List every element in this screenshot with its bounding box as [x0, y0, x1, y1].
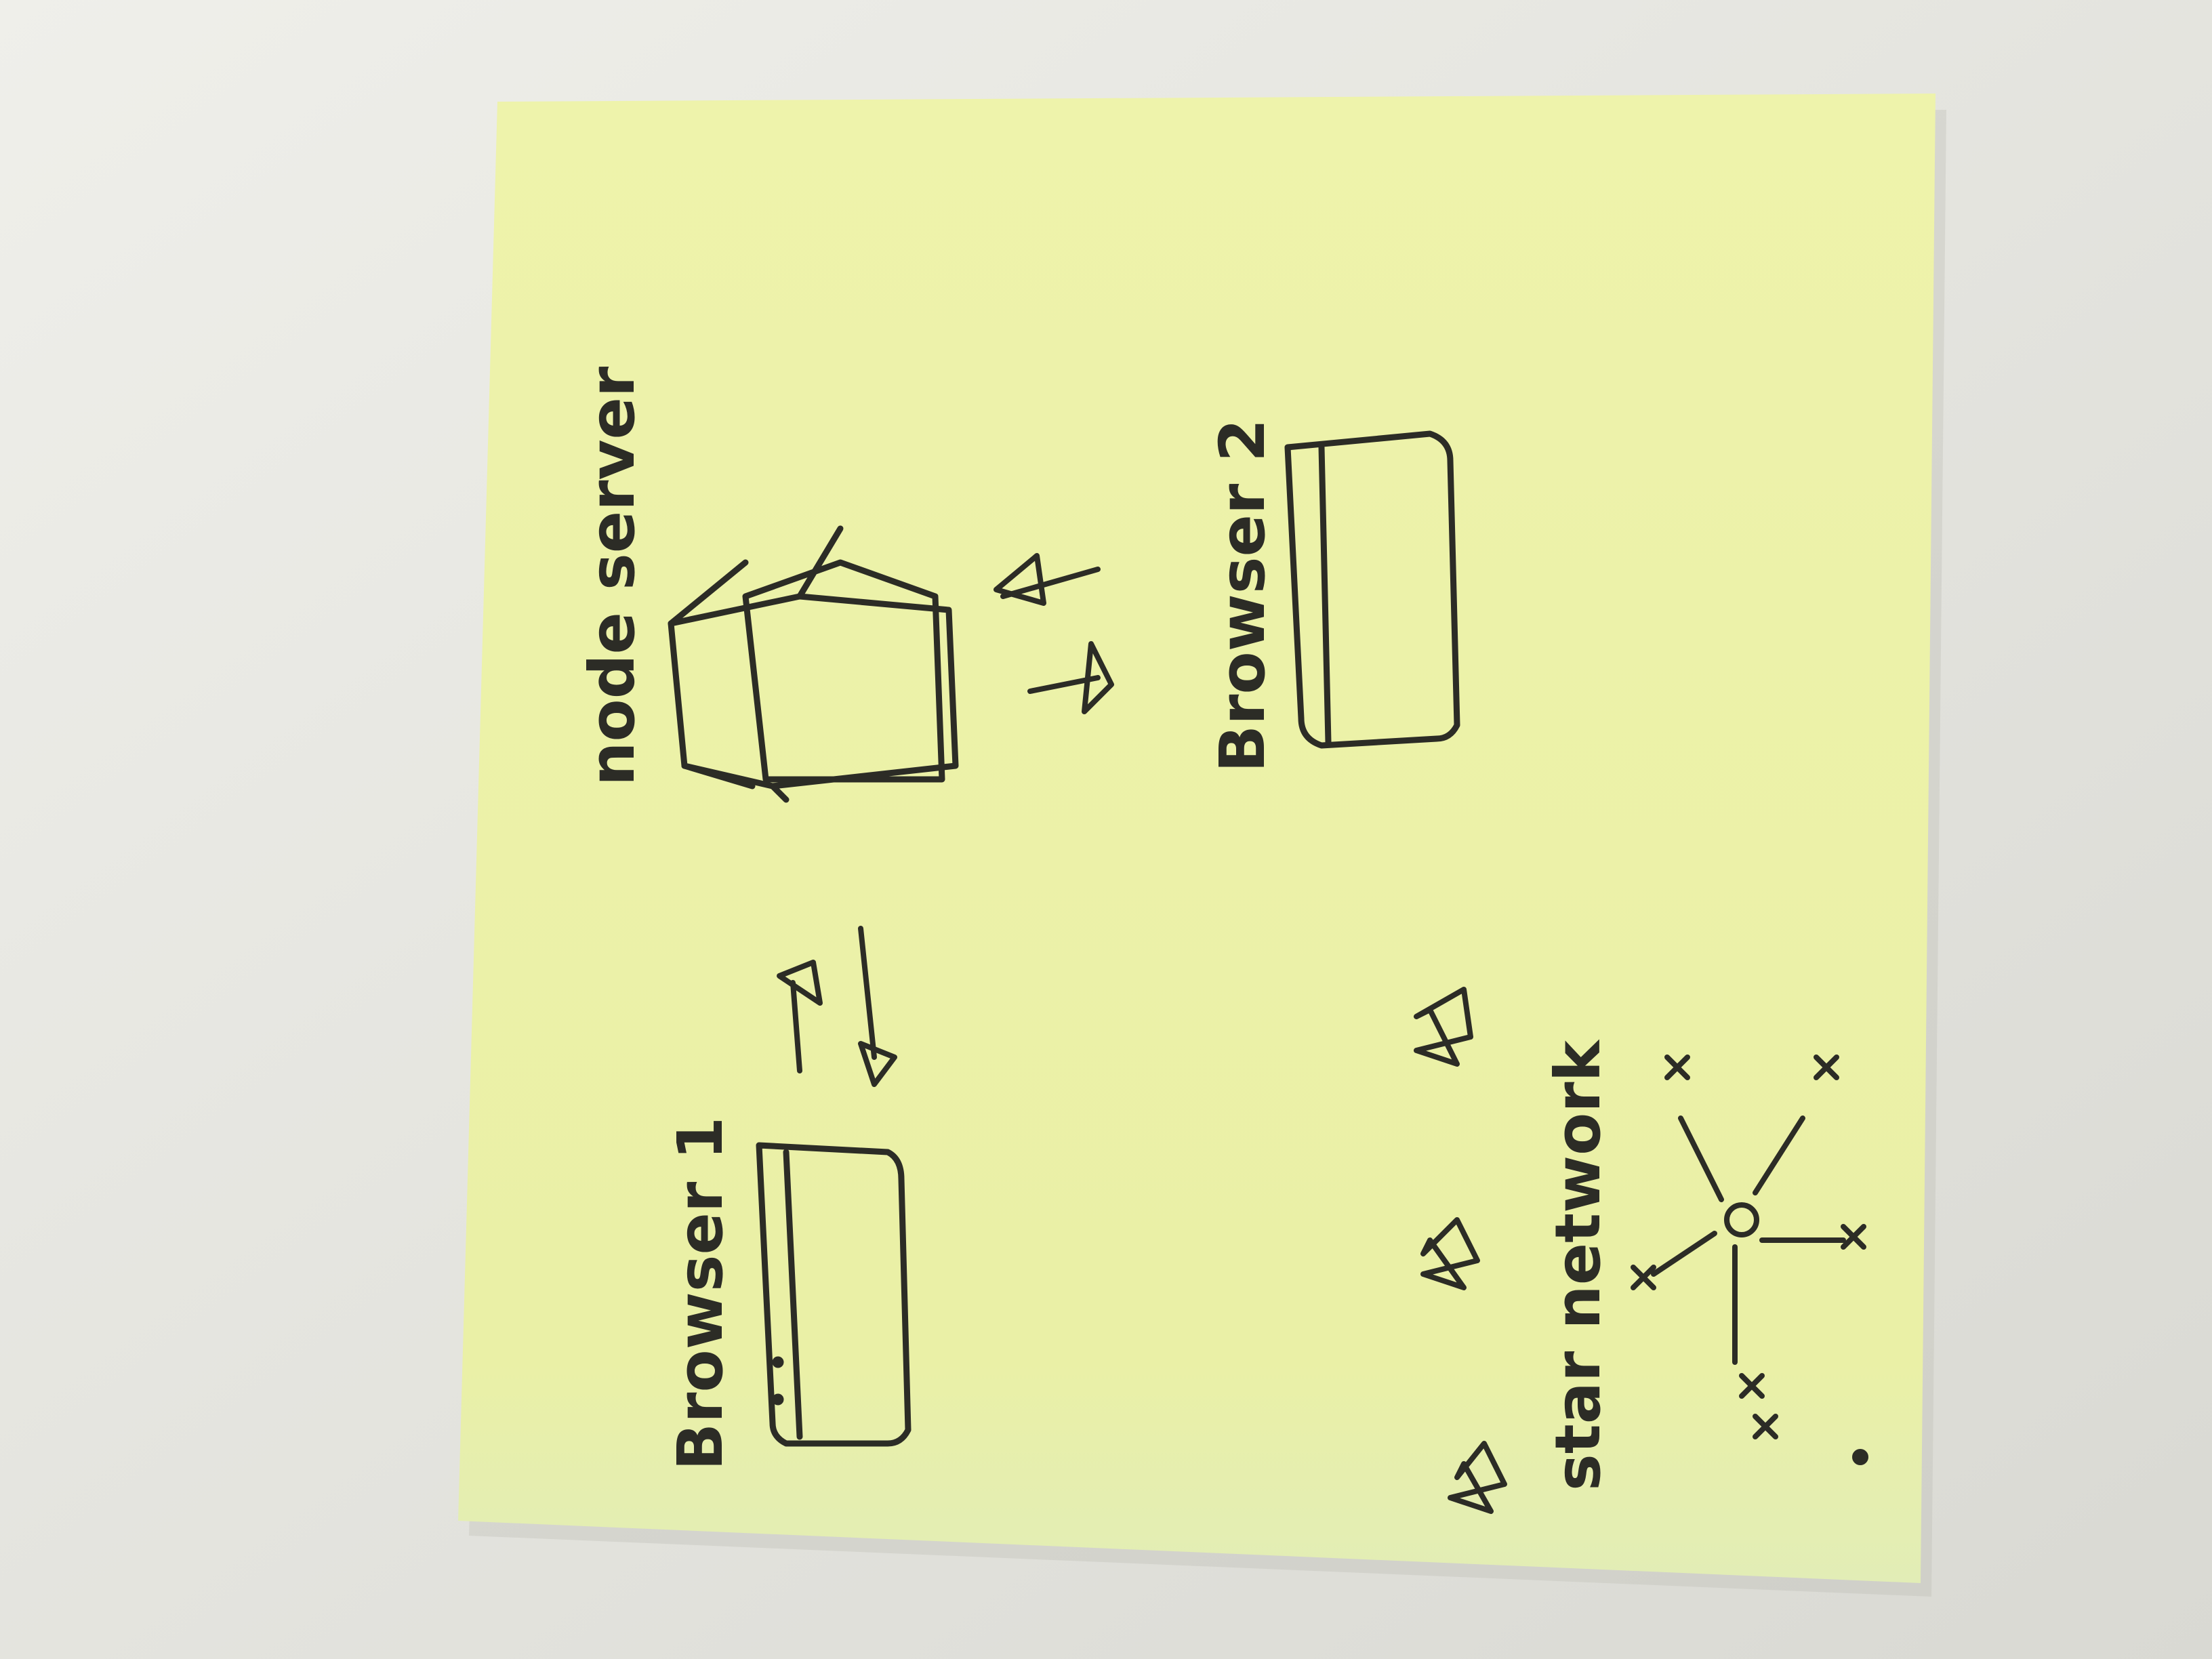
node-server-label: node server [576, 366, 649, 786]
browser-2-window-icon [1284, 430, 1460, 749]
sketch-content: node server Browser 1 Browser [576, 366, 1868, 1514]
server-browser1-arrows [777, 926, 897, 1087]
star-network-label: star network [1542, 1039, 1614, 1491]
server-browser2-arrows [994, 553, 1114, 714]
sticky-note [458, 94, 1946, 1597]
browser-1-window-icon [756, 1142, 912, 1447]
star-network-topology-icon [1631, 1054, 1868, 1465]
browser-2-label: Browser 2 [1206, 419, 1279, 773]
cube-sketch-icon [668, 525, 959, 803]
sticky-note-paper [458, 94, 1936, 1583]
browser-1-label: Browser 1 [664, 1117, 737, 1471]
star-doodle-icon [1414, 987, 1507, 1514]
